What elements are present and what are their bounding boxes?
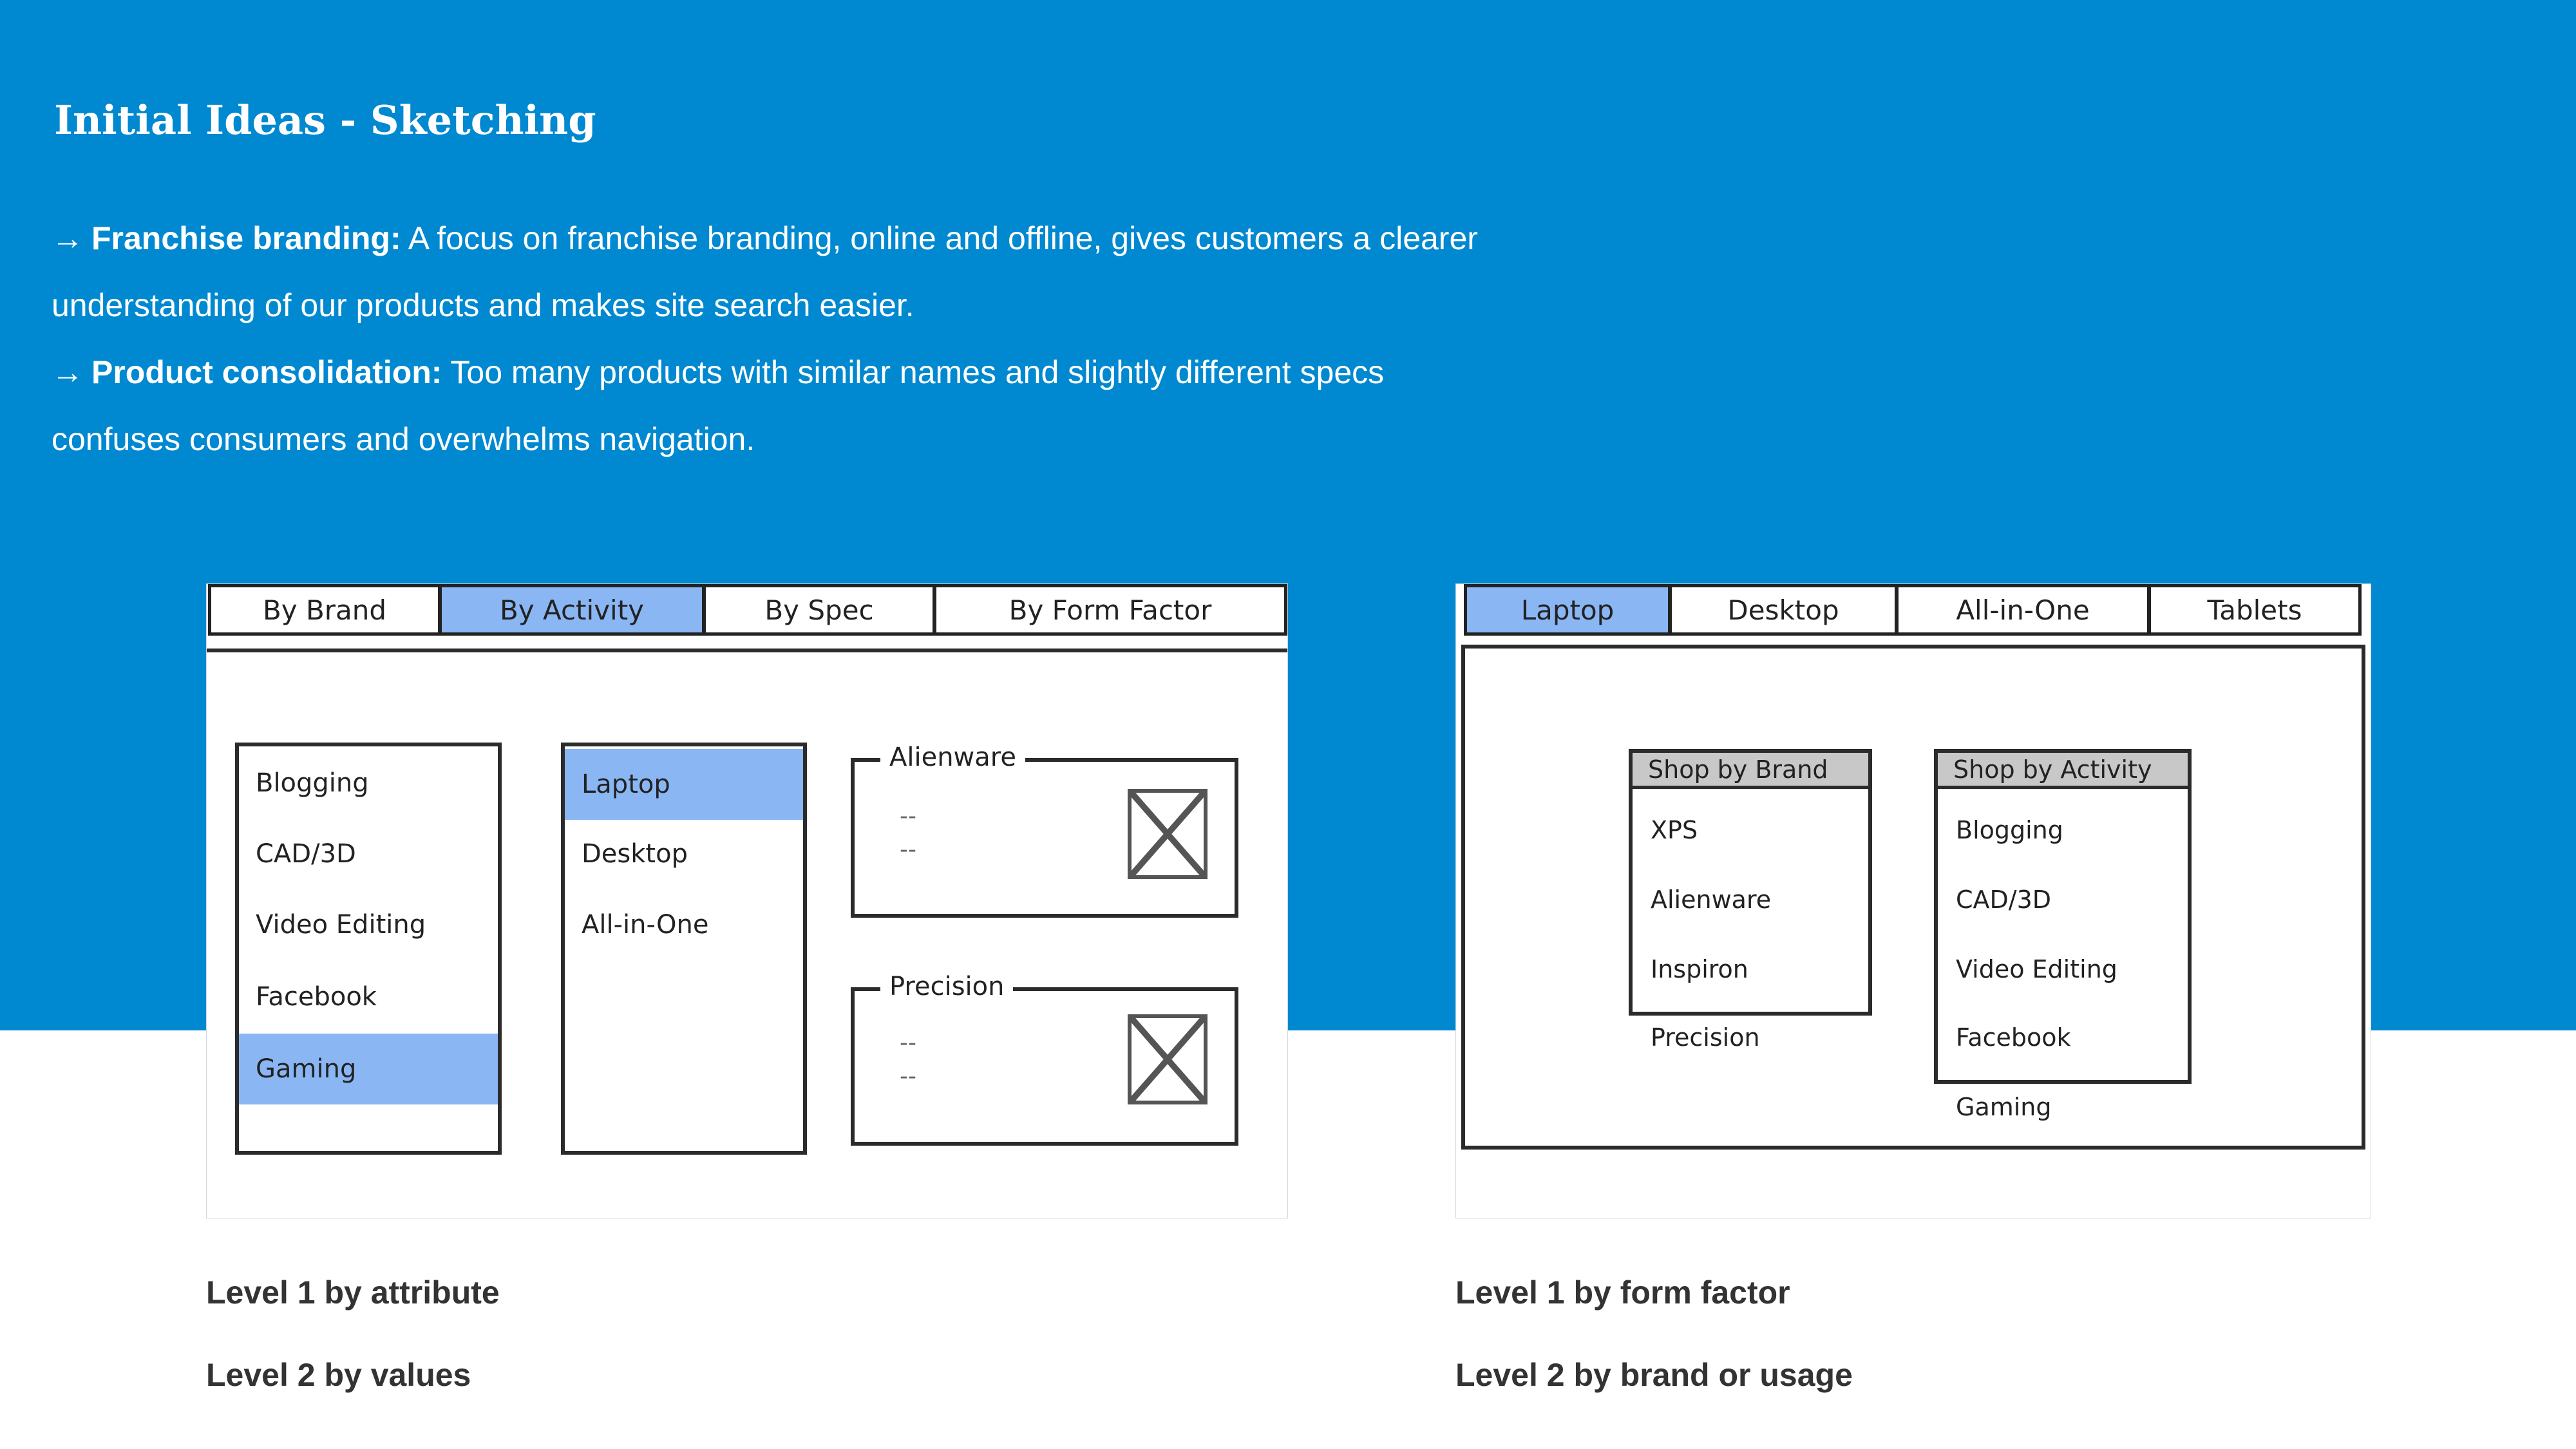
- list-item-selected[interactable]: Gaming: [239, 1034, 498, 1104]
- result-group-alienware: Alienware -- --: [851, 743, 1238, 918]
- sketch-by-form-factor: Laptop Desktop All-in-One Tablets Shop b…: [1455, 583, 2371, 1218]
- arrow-right-icon: →: [52, 220, 84, 256]
- list-item[interactable]: Facebook: [256, 982, 377, 1012]
- tab-by-spec[interactable]: By Spec: [703, 584, 936, 636]
- activity-list: Blogging CAD/3D Video Editing Facebook G…: [235, 743, 502, 1155]
- result-group-label: Alienware: [880, 743, 1025, 772]
- bullet-label: Product consolidation:: [91, 354, 442, 390]
- caption-level-2-right: Level 2 by brand or usage: [1455, 1357, 1853, 1393]
- tab-all-in-one[interactable]: All-in-One: [1895, 584, 2150, 636]
- panel-header: Shop by Brand: [1633, 753, 1868, 789]
- bullet-text: A focus on franchise branding, online an…: [52, 220, 1478, 323]
- arrow-right-icon: →: [52, 354, 84, 390]
- list-item[interactable]: All-in-One: [582, 910, 709, 940]
- tab-by-brand[interactable]: By Brand: [208, 584, 441, 636]
- bullet-product-consolidation: →Product consolidation: Too many product…: [52, 339, 1520, 473]
- list-item[interactable]: Inspiron: [1651, 955, 1748, 983]
- list-item[interactable]: Facebook: [1956, 1023, 2071, 1052]
- list-item[interactable]: Alienware: [1651, 886, 1772, 914]
- panel-header: Shop by Activity: [1938, 753, 2188, 789]
- tab-desktop[interactable]: Desktop: [1669, 584, 1898, 636]
- list-item[interactable]: Gaming: [1956, 1093, 2052, 1121]
- tab-content-frame: [1461, 645, 2365, 1150]
- form-factor-list: Laptop Desktop All-in-One: [561, 743, 807, 1155]
- tab-by-activity[interactable]: By Activity: [439, 584, 705, 636]
- list-item[interactable]: Precision: [1651, 1023, 1760, 1052]
- placeholder-text: --: [900, 837, 916, 863]
- tab-by-form-factor[interactable]: By Form Factor: [933, 584, 1287, 636]
- page-title: Initial Ideas - Sketching: [54, 97, 596, 144]
- shop-by-activity-panel: Shop by Activity Blogging CAD/3D Video E…: [1934, 749, 2192, 1121]
- list-item[interactable]: Desktop: [582, 839, 688, 869]
- caption-level-1-left: Level 1 by attribute: [206, 1274, 500, 1311]
- list-item[interactable]: XPS: [1651, 816, 1698, 844]
- list-item[interactable]: Blogging: [256, 768, 369, 798]
- placeholder-text: --: [900, 1030, 916, 1056]
- image-placeholder-icon: [1128, 789, 1208, 879]
- list-item[interactable]: CAD/3D: [256, 839, 356, 869]
- list-item[interactable]: Video Editing: [1956, 955, 2117, 983]
- list-item[interactable]: Video Editing: [256, 910, 426, 940]
- tab-content-divider: [207, 649, 1287, 652]
- result-group-precision: Precision -- --: [851, 972, 1238, 1146]
- bullet-franchise-branding: →Franchise branding: A focus on franchis…: [52, 205, 1520, 339]
- placeholder-text: --: [900, 803, 916, 829]
- list-item[interactable]: CAD/3D: [1956, 886, 2052, 914]
- bullet-text: Too many products with similar names and…: [52, 354, 1385, 457]
- sketch-by-attribute: By Brand By Activity By Spec By Form Fac…: [206, 583, 1288, 1218]
- placeholder-text: --: [900, 1063, 916, 1090]
- list-item-selected[interactable]: Laptop: [565, 749, 803, 820]
- tab-tablets[interactable]: Tablets: [2148, 584, 2362, 636]
- shop-by-brand-panel: Shop by Brand XPS Alienware Inspiron Pre…: [1629, 749, 1872, 1052]
- bullet-label: Franchise branding:: [91, 220, 401, 256]
- image-placeholder-icon: [1128, 1014, 1208, 1104]
- caption-level-2-left: Level 2 by values: [206, 1357, 471, 1393]
- caption-level-1-right: Level 1 by form factor: [1455, 1274, 1790, 1311]
- tab-laptop[interactable]: Laptop: [1464, 584, 1671, 636]
- list-item[interactable]: Blogging: [1956, 816, 2063, 844]
- result-group-label: Precision: [880, 972, 1014, 1001]
